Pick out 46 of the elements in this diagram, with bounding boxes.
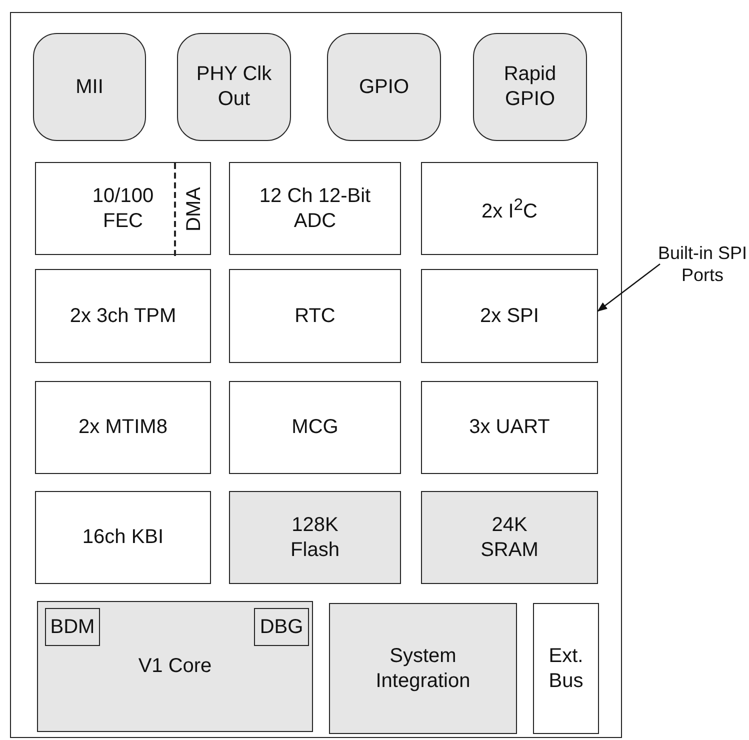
module-block [33,33,146,141]
module-block [45,608,100,646]
block-label: DBG [260,614,304,640]
block-label: MII [76,74,104,100]
module-block [229,269,401,363]
block-label: 10/100 FEC [91,184,155,234]
block-label: 2x SPI [480,304,539,328]
memory-block [229,491,401,584]
block-label: Rapid GPIO [502,62,558,112]
callout-label: Built-in SPI Ports [656,242,748,286]
block-label: 2x MTIM8 [78,415,168,440]
block-label: 12 Ch 12-Bit ADC [258,184,372,234]
leader-line [597,263,660,312]
block-label: 3x UART [469,415,550,440]
block-label: 16ch KBI [82,525,164,550]
core-block [37,601,313,732]
module-block [35,381,211,474]
block-label: DMA [182,187,206,232]
block-label: BDM [50,614,95,640]
block-label: 24K SRAM [480,512,540,562]
module-block [327,33,441,141]
module-block [35,162,211,255]
module-block [421,162,598,255]
module-block [35,491,211,584]
module-block [177,33,291,141]
memory-block [421,491,598,584]
block-label: PHY Clk Out [195,62,273,112]
block-label: System Integration [374,644,472,694]
module-block [329,603,517,734]
block-label: 2x I$^{2}$C [482,194,538,225]
block-label: 2x 3ch TPM [70,304,176,328]
block-label: MCG [292,415,338,440]
block-label: GPIO [358,74,409,100]
module-block [229,381,401,474]
module-block [35,269,211,363]
block-label: 128K Flash [290,512,340,562]
module-block [421,269,598,363]
module-block [254,608,309,646]
module-block [421,381,598,474]
module-block [229,162,401,255]
module-block [533,603,599,734]
block-label: Ext. Bus [548,644,584,694]
block-label: RTC [294,304,336,328]
block-label: V1 Core [138,654,212,679]
chip-outline [10,12,622,738]
module-block [473,33,587,141]
